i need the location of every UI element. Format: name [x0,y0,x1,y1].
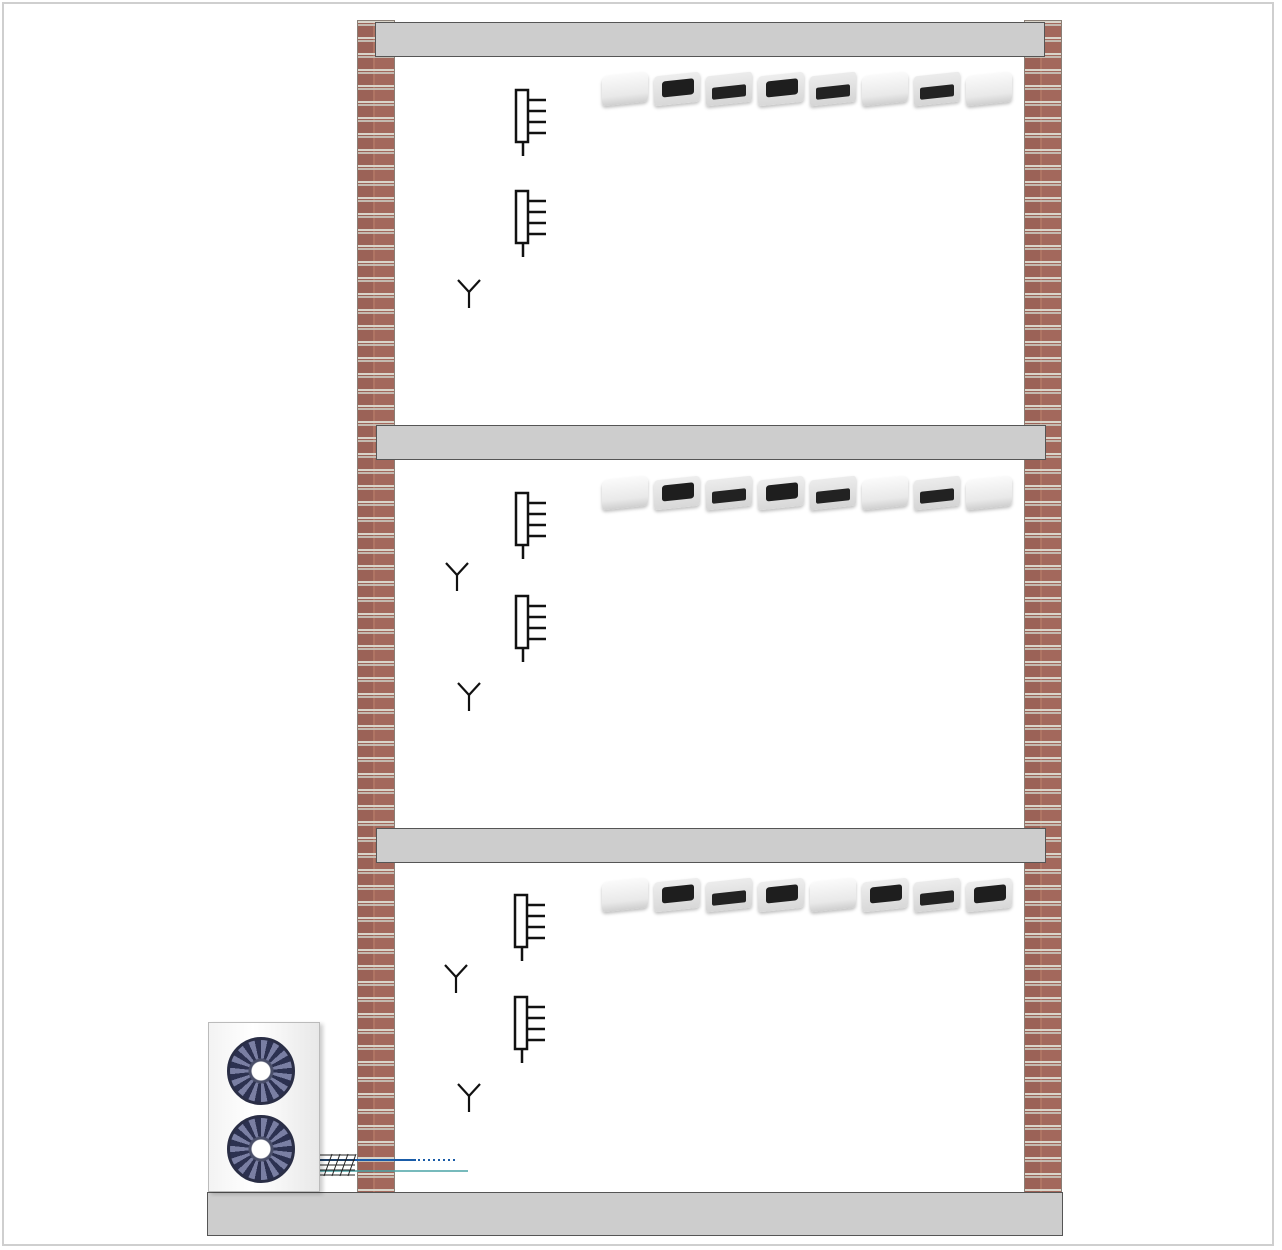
branch-box-icon [516,191,546,257]
branch-box-icon [516,493,546,559]
y-joint-icon [446,563,468,591]
branch-box-icon [516,596,546,662]
branch-box-icon [516,90,546,156]
branch-box-icon [515,895,545,961]
pipe-insulation-icon [320,1154,356,1176]
fan-icon [227,1037,295,1105]
fan-icon [227,1115,295,1183]
outdoor-unit [208,1022,320,1192]
y-joint-icon [445,965,467,993]
branch-box-icon [515,997,545,1063]
y-joint-icon [458,280,480,308]
y-joint-icon [458,1084,480,1112]
y-joint-icon [458,683,480,711]
